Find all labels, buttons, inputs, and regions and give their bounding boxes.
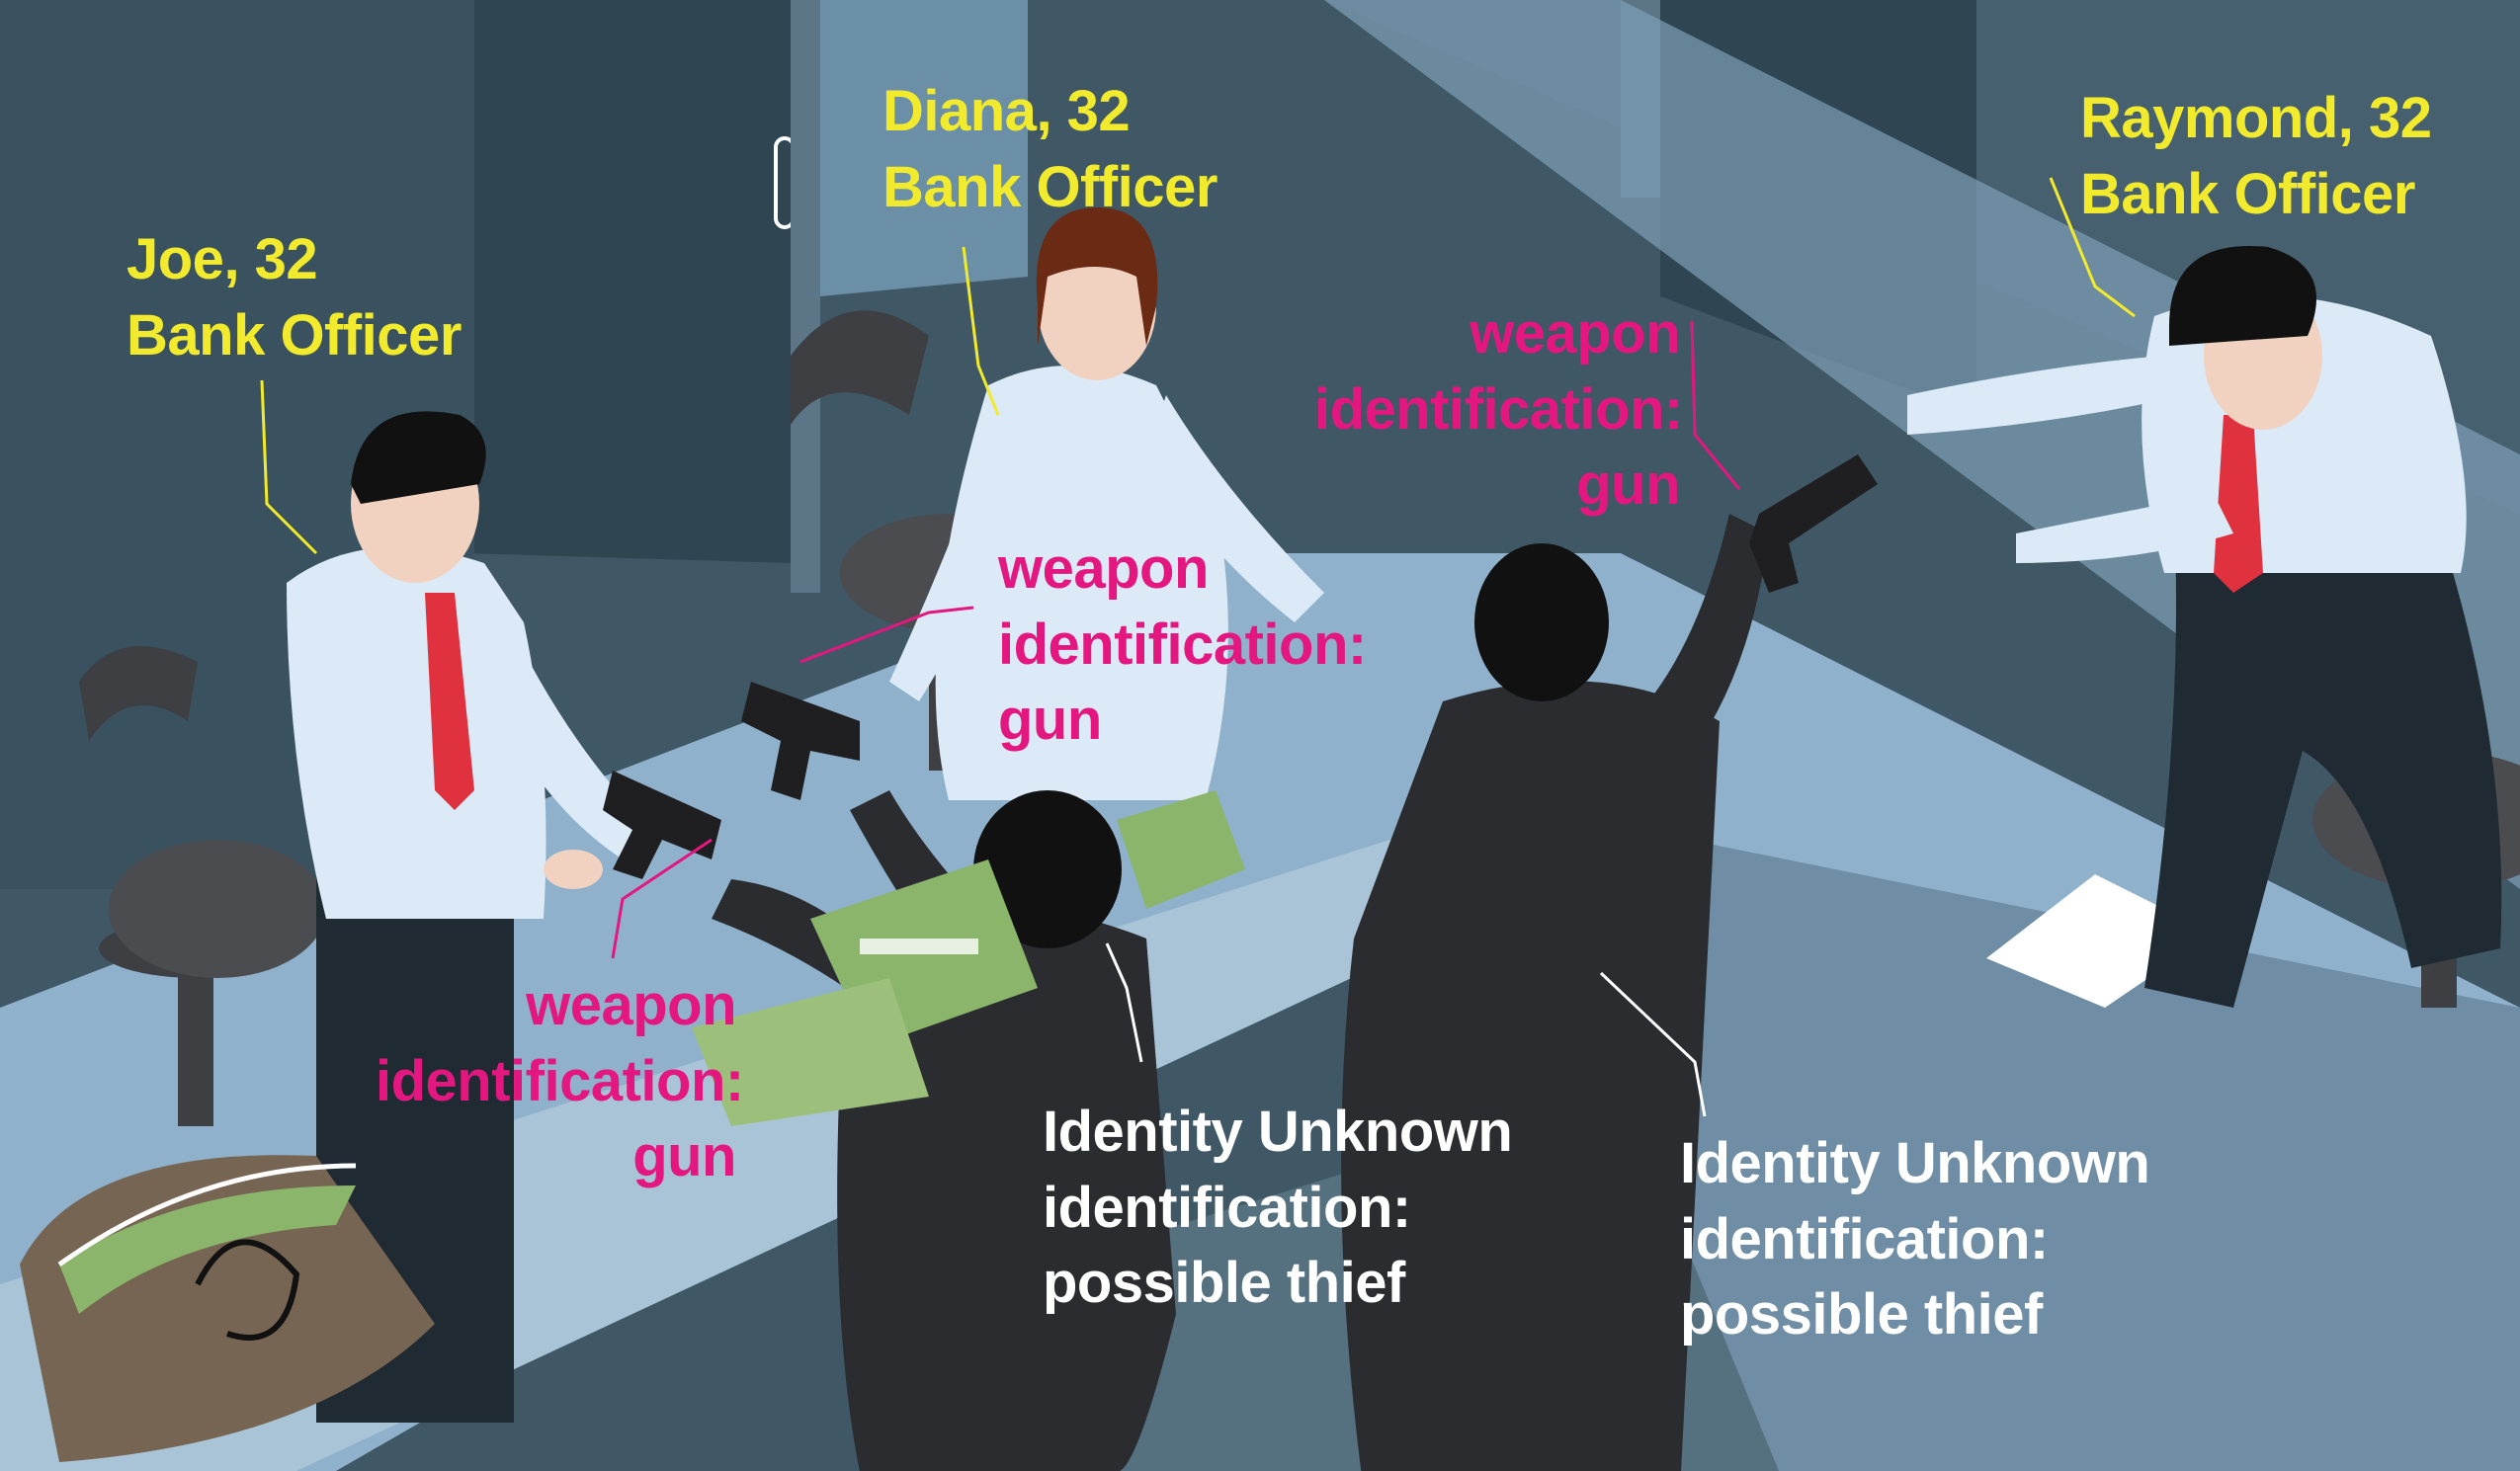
label-weapon-right: weapon identification: gun — [1314, 296, 1683, 524]
label-raymond-role: Bank Officer — [2080, 161, 2415, 226]
label-raymond-name: Raymond, 32 — [2080, 86, 2432, 150]
label-unknown-back-line1: Identity Unknown — [1680, 1131, 2150, 1195]
leader-weapon-right — [1690, 320, 1741, 490]
leader-raymond — [2049, 177, 2136, 318]
label-joe: Joe, 32 Bank Officer — [126, 222, 462, 373]
label-weapon-left-line1: weapon — [526, 973, 736, 1037]
label-weapon-right-line3: gun — [1576, 452, 1680, 518]
officer-raymond — [1907, 246, 2502, 1008]
label-weapon-right-line2: identification: — [1314, 376, 1683, 442]
money-bag — [20, 1155, 435, 1462]
chair-left — [79, 646, 326, 1126]
leader-weapon-left — [611, 838, 713, 959]
label-weapon-center-line1: weapon — [998, 536, 1209, 601]
leader-weapon-center — [799, 606, 974, 664]
label-unknown-front-line3: possible thief — [1043, 1251, 1405, 1316]
leader-diana — [962, 246, 1000, 416]
label-joe-name: Joe, 32 — [126, 227, 318, 291]
label-weapon-center-line2: identification: — [998, 612, 1367, 677]
leader-unknown-front — [1105, 942, 1143, 1063]
label-diana-name: Diana, 32 — [882, 79, 1131, 143]
label-unknown-front-line2: identification: — [1043, 1175, 1411, 1240]
leader-joe — [260, 379, 318, 555]
label-unknown-front-line1: Identity Unknown — [1043, 1100, 1513, 1164]
label-weapon-left: weapon identification: gun — [376, 968, 744, 1195]
gun-icons — [603, 454, 1878, 879]
label-weapon-right-line1: weapon — [1470, 301, 1680, 366]
label-diana-role: Bank Officer — [882, 154, 1218, 219]
label-raymond: Raymond, 32 Bank Officer — [2080, 81, 2432, 232]
leader-unknown-back — [1599, 971, 1707, 1117]
label-unknown-back-line2: identification: — [1680, 1206, 2049, 1271]
label-unknown-back-line3: possible thief — [1680, 1282, 2043, 1348]
label-weapon-center: weapon identification: gun — [998, 531, 1367, 759]
officer-joe — [287, 411, 652, 1423]
label-joe-role: Bank Officer — [126, 302, 462, 368]
back-door — [464, 0, 791, 563]
label-unknown-front: Identity Unknown identification: possibl… — [1043, 1095, 1513, 1322]
officer-diana — [889, 207, 1324, 800]
label-weapon-center-line3: gun — [998, 688, 1102, 753]
label-unknown-back: Identity Unknown identification: possibl… — [1680, 1126, 2150, 1353]
label-diana: Diana, 32 Bank Officer — [882, 74, 1218, 225]
label-weapon-left-line2: identification: — [376, 1048, 744, 1113]
label-weapon-left-line3: gun — [632, 1124, 736, 1189]
money-stacks — [692, 790, 1245, 1126]
thief-back — [1341, 514, 1769, 1471]
